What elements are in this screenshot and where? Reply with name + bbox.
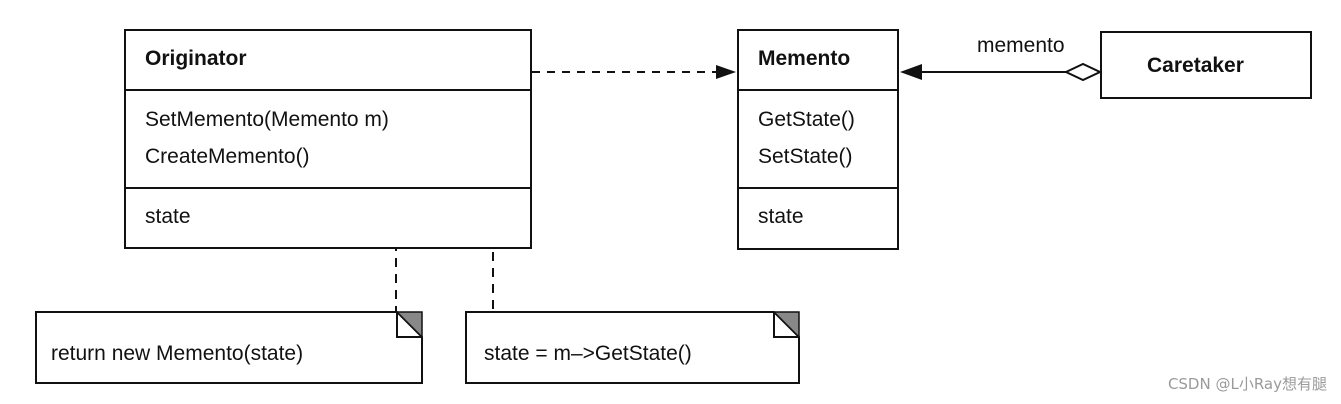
operation-set-state: SetState(): [758, 145, 853, 168]
operation-get-state: GetState(): [758, 108, 855, 131]
note-create-memento-fold: [395, 311, 423, 339]
caretaker-class-name: Caretaker: [1147, 54, 1244, 77]
operation-set-memento: SetMemento(Memento m): [145, 108, 389, 131]
note-create-memento-text: return new Memento(state): [51, 342, 304, 365]
note-set-memento-fold-edge: [773, 312, 799, 338]
watermark: CSDN @L小Ray想有腿: [1167, 375, 1327, 393]
note-set-memento-shape: [465, 311, 800, 384]
dependency-arrowhead: [716, 65, 736, 79]
memento-name-section: Memento: [739, 31, 897, 91]
operation-create-memento: CreateMemento(): [145, 145, 310, 168]
memento-class: Memento GetState() SetState() state: [737, 29, 899, 250]
attribute-state: state: [145, 205, 191, 228]
note-create-memento-fold-edge: [396, 312, 422, 338]
originator-attributes-section: state: [126, 189, 530, 247]
note-set-memento-text: state = m–>GetState(): [484, 342, 692, 365]
originator-class-name: Originator: [145, 47, 247, 70]
note-set-memento-fold: [772, 311, 800, 339]
association-arrowhead: [900, 64, 922, 80]
aggregation-diamond: [1063, 62, 1103, 82]
association-role-label: memento: [977, 34, 1065, 57]
originator-class: Originator SetMemento(Memento m) CreateM…: [124, 29, 532, 249]
memento-class-name: Memento: [758, 47, 851, 70]
originator-operations-section: SetMemento(Memento m) CreateMemento(): [126, 91, 530, 189]
memento-operations-section: GetState() SetState(): [739, 91, 897, 189]
note-create-memento-shape: [35, 311, 423, 384]
attribute-state: state: [758, 205, 804, 228]
caretaker-class: Caretaker: [1100, 31, 1312, 99]
originator-name-section: Originator: [126, 31, 530, 91]
memento-attributes-section: state: [739, 189, 897, 248]
